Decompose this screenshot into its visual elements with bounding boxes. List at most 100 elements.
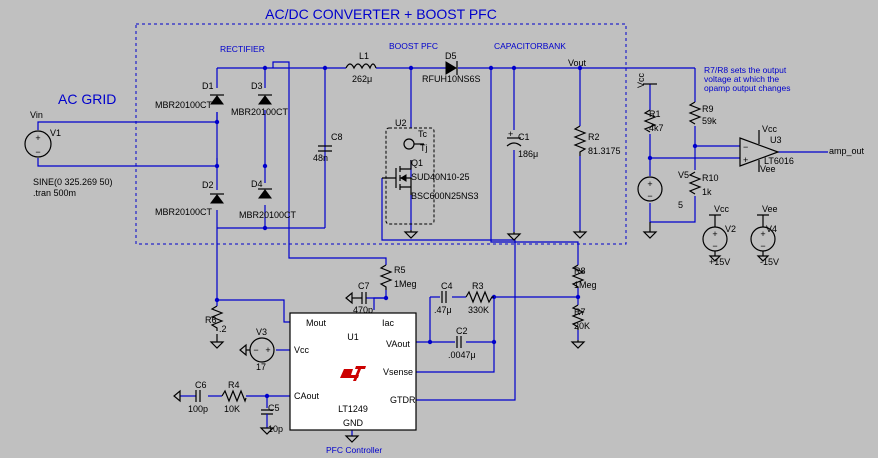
v3-value: 17: [256, 362, 266, 372]
diagram-title: AC/DC CONVERTER + BOOST PFC: [265, 6, 497, 22]
r8-ref: R8: [574, 266, 586, 276]
vin-net-label: Vin: [30, 110, 43, 120]
r7-ground-icon: [570, 340, 586, 349]
resistor-r1[interactable]: [643, 109, 657, 133]
r5-value: 1Meg: [394, 279, 417, 289]
v4-ref: V4: [766, 224, 777, 234]
c2-value: .0047μ: [448, 350, 476, 360]
c7-ref: C7: [358, 281, 370, 291]
resistor-r9[interactable]: [688, 101, 702, 125]
v3-ref: V3: [256, 327, 267, 337]
v2-value: +15V: [709, 257, 730, 267]
c6-ref: C6: [195, 380, 207, 390]
svg-text:+: +: [508, 129, 513, 139]
capacitor-c1[interactable]: +: [506, 129, 522, 147]
v1-spec-sine: SINE(0 325.269 50): [33, 177, 113, 187]
u3-vcc-label: Vcc: [762, 124, 778, 134]
resistor-r2[interactable]: [573, 125, 587, 156]
r8-value: 1Meg: [574, 280, 597, 290]
u1-part: LT1249: [338, 404, 368, 414]
v3-ground-icon: [239, 343, 247, 357]
diode-d1[interactable]: [210, 94, 224, 105]
r1-ref: R1: [649, 109, 661, 119]
svg-text:−: −: [743, 142, 748, 152]
u3-value: LT6016: [764, 156, 794, 166]
thermal-block-u2[interactable]: [385, 127, 435, 225]
q1-value: SUD40N10-25: [411, 172, 470, 182]
capacitor-c5[interactable]: [261, 409, 273, 428]
resistor-r7[interactable]: [571, 304, 585, 330]
l1-ref: L1: [359, 51, 369, 61]
resistor-r5[interactable]: [379, 264, 393, 290]
c1-value: 186μ: [518, 149, 538, 159]
u1-ref: U1: [347, 332, 359, 342]
source-v3[interactable]: − +: [246, 337, 275, 363]
r5-ref: R5: [394, 265, 406, 275]
source-v1[interactable]: + −: [24, 130, 52, 158]
amp-out-net-label: amp_out: [829, 146, 865, 156]
diode-d3[interactable]: [258, 94, 272, 105]
u1-ground-icon: [344, 435, 360, 443]
u1-pin-vaout: VAout: [386, 339, 410, 349]
u3-ref: U3: [770, 135, 782, 145]
resistor-r6[interactable]: [210, 305, 224, 331]
resistor-r3[interactable]: [465, 290, 494, 304]
c8-value: 48n: [313, 153, 328, 163]
c6-ground-icon: [173, 389, 181, 403]
c4-value: .47μ: [434, 305, 452, 315]
capacitor-c6[interactable]: [195, 390, 201, 402]
d1-ref: D1: [202, 81, 214, 91]
source-v2[interactable]: + −: [702, 214, 728, 252]
u1-pin-iac: Iac: [382, 318, 395, 328]
diode-d5[interactable]: [445, 61, 458, 75]
resistor-r10[interactable]: [688, 171, 702, 195]
opamp-u3[interactable]: − +: [739, 130, 780, 172]
capacitor-c7[interactable]: [352, 292, 367, 304]
inductor-l1[interactable]: [345, 63, 377, 70]
v5-ground-icon: [642, 222, 658, 239]
capacitor-c4[interactable]: [441, 291, 447, 303]
d3-value: MBR20100CT: [231, 107, 289, 117]
r4-value: 10K: [224, 404, 240, 414]
d3-ref: D3: [251, 81, 263, 91]
r9-value: 59k: [702, 116, 717, 126]
u3-vee-label: Vee: [760, 164, 776, 174]
mosfet-q1[interactable]: [382, 160, 412, 195]
v1-spec-tran: .tran 500m: [33, 188, 76, 198]
capacitor-c8[interactable]: [318, 145, 332, 152]
svg-text:−: −: [647, 191, 652, 201]
c1-ref: C1: [518, 132, 530, 142]
v1-ref: V1: [50, 128, 61, 138]
d2-value: MBR20100CT: [155, 207, 213, 217]
u2-ref: U2: [395, 118, 407, 128]
r9-ref: R9: [702, 104, 714, 114]
resistor-r8[interactable]: [571, 264, 585, 288]
r10-value: 1k: [702, 187, 712, 197]
r2-ground-icon: [572, 230, 588, 239]
diode-d2[interactable]: [210, 193, 224, 204]
vout-net-label: Vout: [568, 58, 587, 68]
d4-ref: D4: [251, 179, 263, 189]
d1-value: MBR20100CT: [155, 100, 213, 110]
section-pfc-controller: PFC Controller: [326, 445, 382, 455]
capacitor-c2[interactable]: [456, 336, 462, 348]
r3-value: 330K: [468, 305, 489, 315]
converter-boundary-box: [135, 23, 627, 245]
u1-pin-vcc: Vcc: [294, 345, 310, 355]
r1-vcc-label: Vcc: [636, 72, 646, 88]
source-v5[interactable]: + −: [637, 176, 663, 202]
ic-u1-lt1249[interactable]: [289, 312, 417, 431]
r7-ref: R7: [574, 307, 586, 317]
c5-value: 10p: [268, 424, 283, 434]
r6-ground-icon: [209, 334, 225, 349]
note-line-2: voltage at which the: [704, 74, 779, 84]
svg-text:+: +: [712, 229, 717, 239]
c8-ref: C8: [331, 132, 343, 142]
u2-pin-tc: Tc: [418, 129, 428, 139]
v2-vcc-label: Vcc: [714, 204, 730, 214]
resistor-r4[interactable]: [221, 389, 247, 403]
svg-text:+: +: [743, 155, 748, 165]
r6-value: .2: [219, 324, 227, 334]
diode-d4[interactable]: [258, 188, 272, 199]
r4-ref: R4: [228, 380, 240, 390]
